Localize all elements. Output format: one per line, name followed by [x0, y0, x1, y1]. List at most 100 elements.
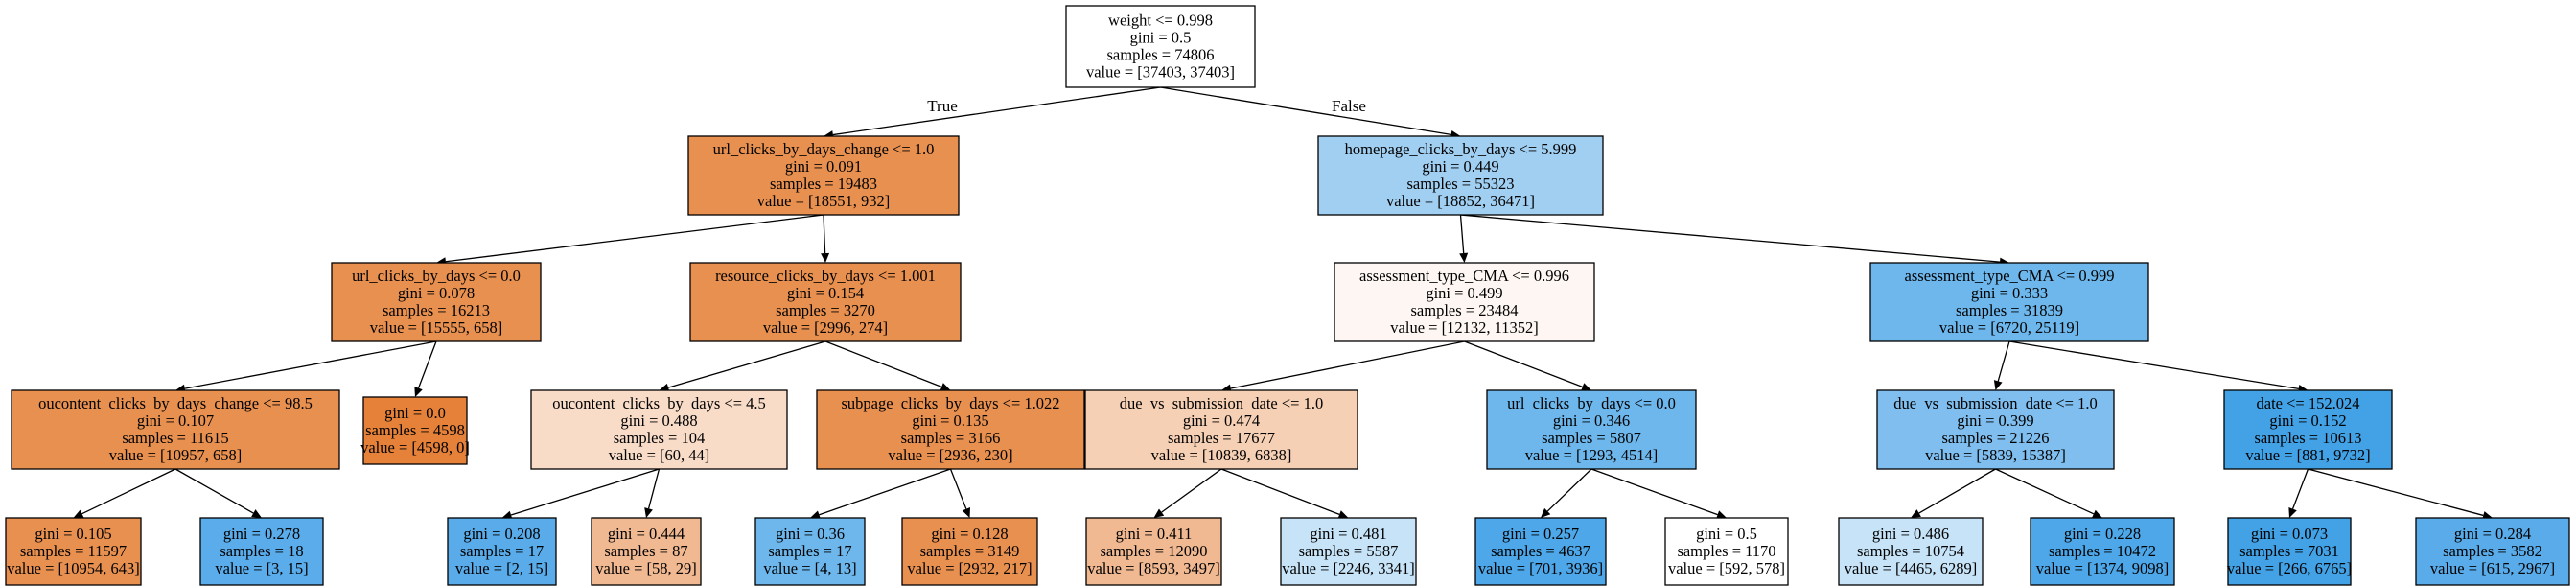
edge-n1-n3: [436, 214, 824, 267]
node-line: samples = 55323: [1407, 175, 1515, 193]
edge-root-n1: [824, 86, 1161, 140]
arrowhead: [73, 509, 84, 518]
arrowhead: [501, 510, 513, 520]
arrowhead: [962, 507, 971, 518]
arrowhead: [1911, 509, 1921, 518]
node-line: gini = 0.278: [223, 525, 300, 543]
node-line: value = [615, 2967]: [2430, 559, 2555, 577]
edge-n10-n19: [810, 468, 951, 519]
node-line: samples = 17677: [1168, 429, 1275, 447]
node-line: value = [10954, 643]: [7, 559, 140, 577]
node-line: samples = 17: [460, 542, 544, 560]
node-line: gini = 0.5: [1130, 29, 1192, 47]
edge-n2-n5: [1459, 214, 1469, 263]
node-line: gini = 0.152: [2269, 411, 2346, 430]
arrowhead: [2092, 509, 2102, 518]
node-box: [1280, 517, 1417, 586]
arrowhead: [1581, 383, 1591, 391]
node-line: samples = 18: [220, 542, 303, 560]
node-line: value = [18852, 36471]: [1386, 192, 1535, 210]
node-line: samples = 23484: [1411, 301, 1519, 319]
node-line: samples = 3582: [2443, 542, 2542, 560]
node-box: [1664, 517, 1789, 586]
node-line: samples = 3270: [776, 301, 875, 319]
node-box: [5, 517, 142, 586]
node-line: gini = 0.0: [384, 404, 446, 422]
node-line: value = [1374, 9098]: [2036, 559, 2170, 577]
node-line: value = [8593, 3497]: [1087, 559, 1220, 577]
branch-label-true: True: [927, 97, 958, 115]
node-line: gini = 0.399: [1957, 411, 2033, 430]
arrowhead: [1716, 510, 1727, 519]
node-line: value = [58, 29]: [595, 559, 697, 577]
node-line: value = [3, 15]: [215, 559, 308, 577]
node-box: [1317, 135, 1604, 216]
edge-n12-n23: [1541, 468, 1592, 518]
edge-n14-n27: [2288, 468, 2309, 518]
edge-n6-n13: [1993, 340, 2010, 390]
node-line: gini = 0.444: [608, 525, 685, 543]
node-line: weight <= 0.998: [1108, 12, 1213, 30]
node-line: samples = 21226: [1942, 429, 2050, 447]
edge-n9-n18: [644, 468, 661, 518]
edge-n11-n22: [1220, 468, 1349, 519]
node-line: samples = 16213: [383, 301, 490, 319]
node-box: [2223, 389, 2393, 470]
node-line: due_vs_submission_date <= 1.0: [1893, 394, 2097, 412]
node-box: [1084, 389, 1358, 470]
node-line: gini = 0.284: [2454, 525, 2531, 543]
edge-n7-n16: [174, 468, 262, 518]
node-line: samples = 74806: [1107, 46, 1215, 64]
node-box: [687, 135, 960, 216]
edge-n13-n26: [1995, 468, 2102, 518]
node-line: gini = 0.449: [1422, 157, 1498, 176]
node-line: date <= 152.024: [2257, 394, 2360, 412]
node-line: gini = 0.091: [785, 157, 862, 176]
node-line: homepage_clicks_by_days <= 5.999: [1345, 140, 1577, 158]
node-line: gini = 0.346: [1553, 411, 1630, 430]
node-box: [530, 389, 788, 470]
node-line: samples = 87: [604, 542, 687, 560]
node-line: gini = 0.154: [787, 284, 864, 302]
node-line: url_clicks_by_days_change <= 1.0: [713, 140, 935, 158]
edge-n12-n24: [1590, 468, 1727, 519]
node-line: gini = 0.481: [1310, 525, 1386, 543]
node-line: gini = 0.5: [1696, 525, 1757, 543]
node-line: gini = 0.105: [35, 525, 111, 543]
node-line: value = [2936, 230]: [888, 446, 1012, 464]
tree-node-n7: oucontent_clicks_by_days_change <= 98.5g…: [11, 389, 340, 470]
node-line: gini = 0.073: [2251, 525, 2328, 543]
node-line: value = [4598, 0]: [360, 438, 470, 457]
arrowhead: [1541, 507, 1551, 518]
node-line: gini = 0.228: [2064, 525, 2141, 543]
node-box: [447, 517, 557, 586]
edge-n9-n17: [501, 468, 660, 520]
node-line: value = [1293, 4514]: [1525, 446, 1659, 464]
edge-n14-n28: [2308, 468, 2493, 520]
arrowhead: [810, 510, 821, 519]
node-line: url_clicks_by_days <= 0.0: [1507, 394, 1676, 412]
node-line: value = [60, 44]: [609, 446, 710, 464]
node-box: [1838, 517, 1984, 586]
node-box: [362, 396, 468, 465]
node-box: [901, 517, 1038, 586]
node-line: samples = 10754: [1857, 542, 1964, 560]
arrowhead: [821, 252, 830, 263]
node-line: samples = 11615: [122, 429, 228, 447]
node-line: value = [592, 578]: [1668, 559, 1785, 577]
